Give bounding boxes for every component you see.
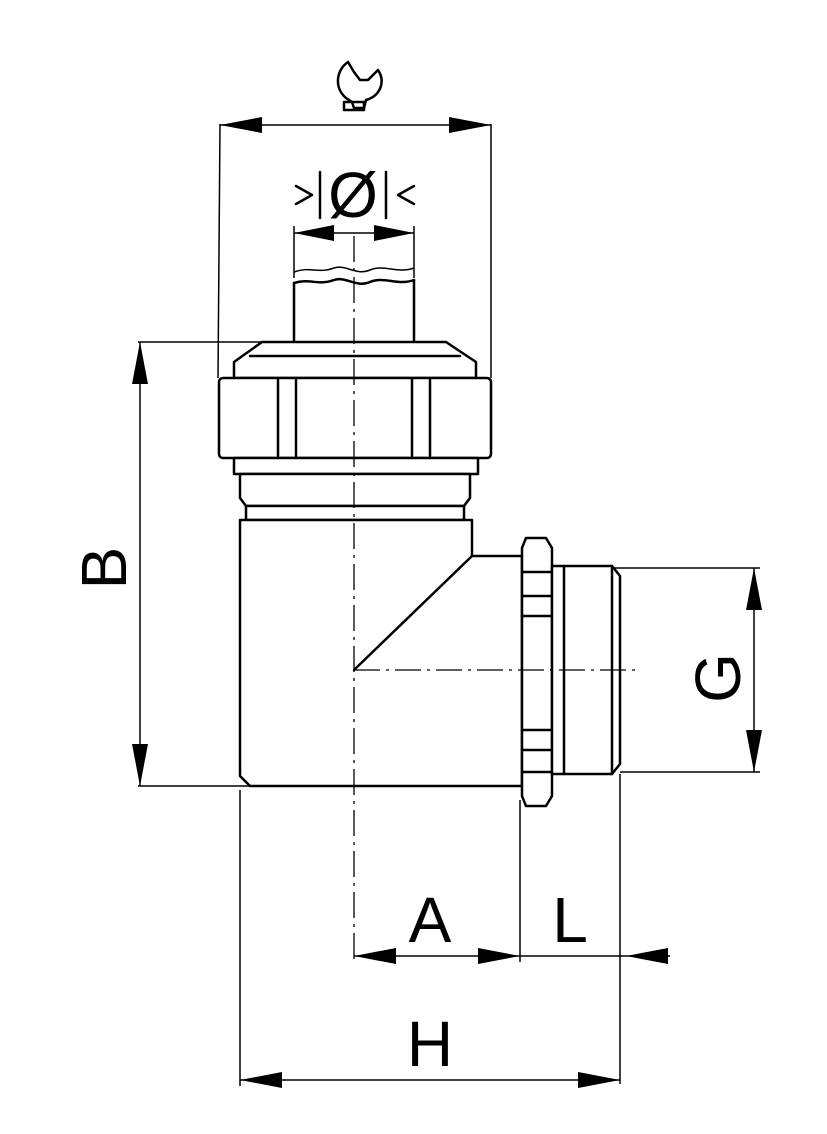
wrench-icon (336, 60, 383, 112)
dimension-G: G (614, 567, 762, 773)
label-L: L (552, 884, 588, 956)
label-B: B (68, 547, 140, 590)
label-A: A (409, 884, 452, 956)
hex-nut (217, 376, 493, 460)
diameter-dimension: Ø (293, 159, 416, 278)
dimension-H: H (239, 790, 620, 1088)
label-G: G (682, 653, 754, 703)
dimension-A-L: A L (354, 774, 670, 1084)
threaded-stud (550, 564, 622, 776)
side-hex-flange (520, 536, 554, 808)
neck-rings (232, 456, 480, 522)
wrench-width-dimension (217, 117, 492, 379)
center-lines (353, 236, 636, 960)
label-H: H (407, 1008, 453, 1080)
diameter-label: Ø (328, 159, 378, 231)
nut-cap (232, 340, 478, 380)
elbow-body (238, 518, 524, 788)
dimension-B: B (68, 341, 262, 787)
tube (292, 266, 416, 342)
